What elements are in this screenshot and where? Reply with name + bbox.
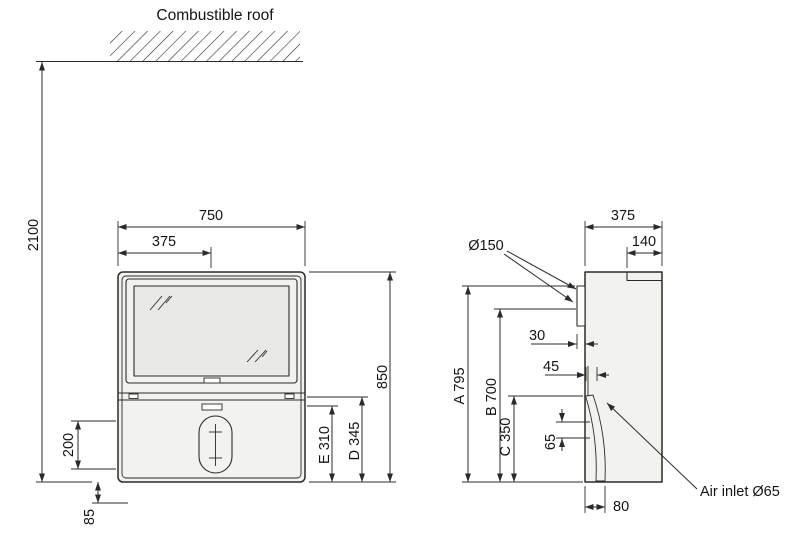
dim-140-label: 140	[632, 234, 656, 250]
dim-45-label: 45	[543, 359, 559, 375]
combustible-roof: Combustible roof	[36, 7, 303, 63]
seam-clip-left	[128, 393, 139, 399]
stove-body-inner-line	[121, 275, 302, 479]
front-dimensions: 750 375 850 D 345 E 310 200 85	[61, 208, 396, 525]
dim-375-front-label: 375	[152, 234, 176, 250]
air-inlet-duct	[584, 394, 606, 482]
dim-a795-label: A 795	[452, 367, 468, 404]
dim-2100-label: 2100	[26, 219, 42, 251]
glass-reflection-top	[149, 295, 173, 311]
dim-80-label: 80	[613, 499, 629, 515]
rear-flue-outlet	[576, 285, 586, 327]
air-control-vent	[201, 403, 223, 411]
dim-ceiling-clearance: 2100	[26, 62, 92, 483]
air-inlet-leader	[606, 402, 698, 490]
dim-850-label: 850	[375, 365, 391, 389]
door-glass	[133, 285, 290, 377]
seam-clip-right	[284, 393, 295, 399]
dim-b700-label: B 700	[484, 378, 500, 416]
front-view	[117, 271, 306, 483]
dim-750-label: 750	[199, 208, 223, 224]
control-knob-oval	[198, 415, 233, 474]
dim-30-label: 30	[529, 328, 545, 344]
combustible-roof-label: Combustible roof	[156, 7, 274, 24]
flue-leader-1	[506, 250, 577, 290]
air-inlet-label: Air inlet Ø65	[700, 484, 780, 500]
glass-reflection-bottom	[246, 349, 268, 363]
dim-375-side-label: 375	[611, 208, 635, 224]
dim-200-label: 200	[61, 433, 77, 457]
dim-e310-label: E 310	[317, 426, 333, 464]
dim-c350-label: C 350	[498, 418, 514, 457]
dim-d345-label: D 345	[347, 422, 363, 461]
side-dimensions: 375 140 Ø150 A 795 B 700 C 350 65 30	[452, 208, 780, 515]
roof-hatch	[110, 31, 300, 61]
side-view	[576, 271, 663, 483]
dim-85-label: 85	[82, 509, 98, 525]
dim-65-label: 65	[543, 434, 559, 450]
top-plate-step	[626, 272, 662, 282]
door-latch	[203, 377, 221, 384]
flue-diameter-label: Ø150	[468, 238, 503, 254]
flue-leader-2	[503, 253, 574, 303]
